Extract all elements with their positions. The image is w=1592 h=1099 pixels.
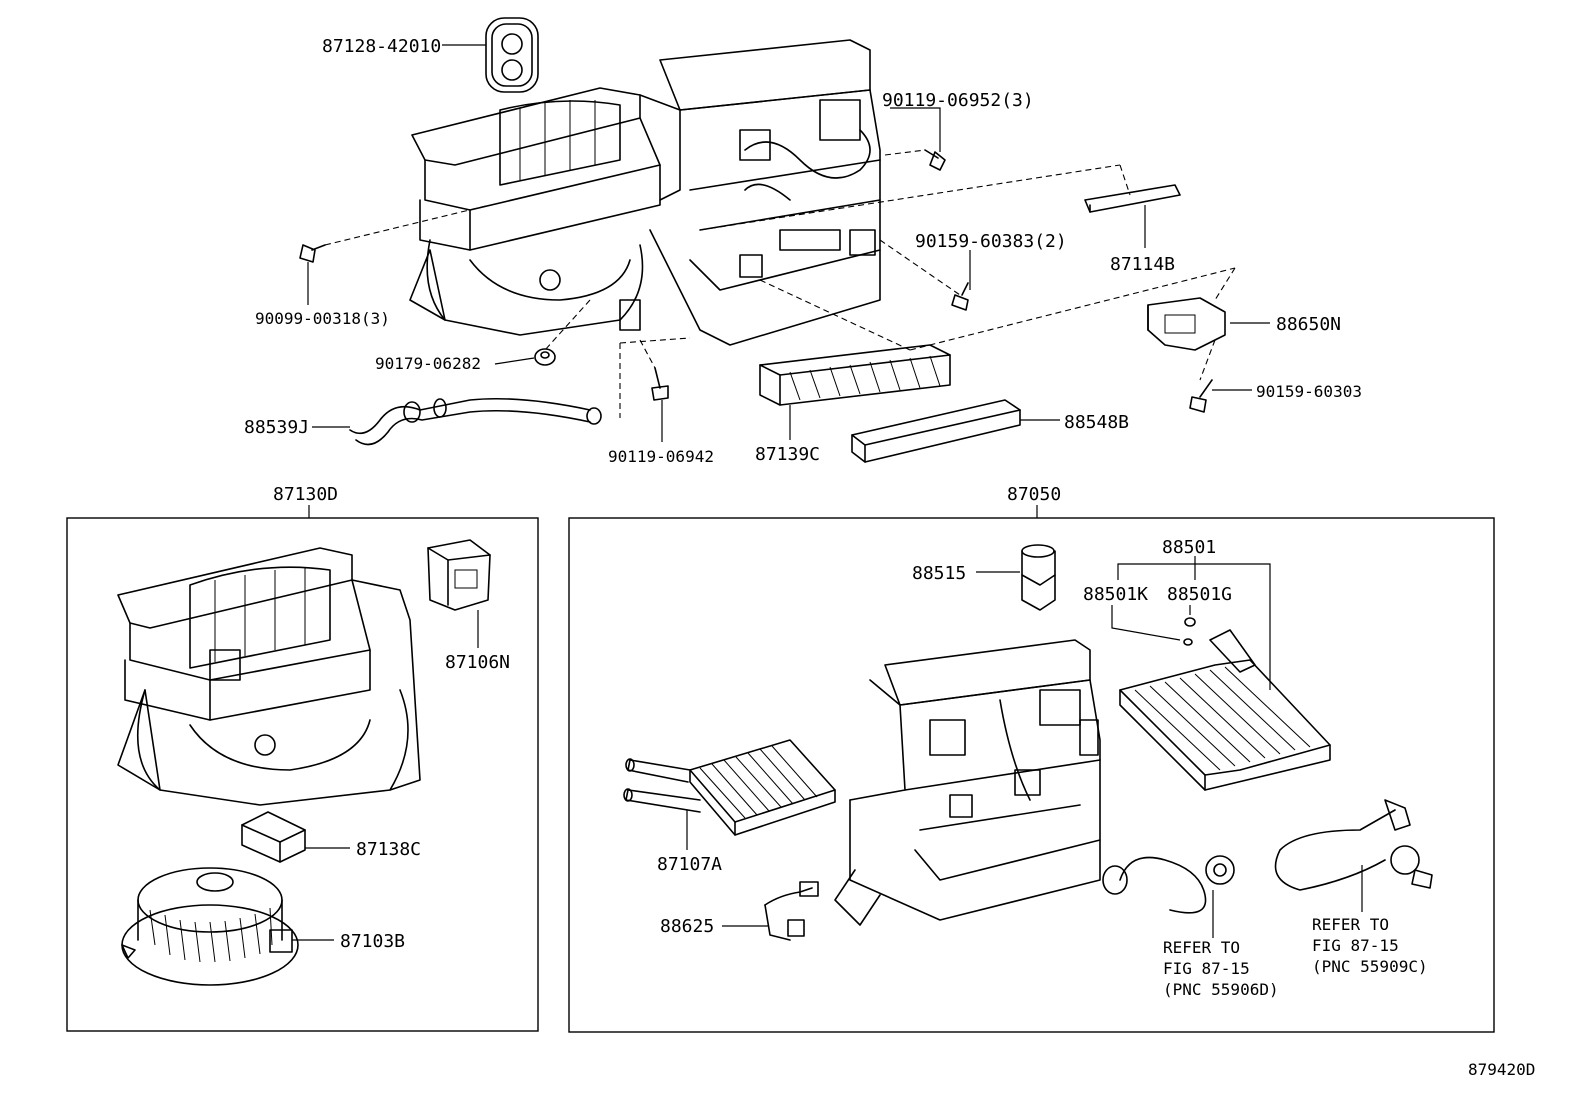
servo-87106N xyxy=(427,539,491,611)
label-87114B: 87114B xyxy=(1110,254,1175,275)
heater-unit-assembly-top xyxy=(409,39,881,346)
ref2-line1: REFER TO xyxy=(1312,915,1389,934)
label-90119-06952: 90119-06952(3) xyxy=(882,90,1034,111)
filter-frame-88548B xyxy=(851,399,1021,463)
group-box-87050 xyxy=(568,517,1495,1033)
nut-90179-06282 xyxy=(534,348,556,366)
label-87138C: 87138C xyxy=(356,839,421,860)
heater-core-87107A xyxy=(623,739,836,836)
label-87139C: 87139C xyxy=(755,444,820,465)
ref2-line2: FIG 87-15 xyxy=(1312,936,1399,955)
grommet-87128 xyxy=(485,17,539,93)
expansion-valve-88515 xyxy=(1021,544,1056,611)
label-87107A: 87107A xyxy=(657,854,722,875)
ref1-line3: (PNC 55906D) xyxy=(1163,980,1279,999)
label-88650N: 88650N xyxy=(1276,314,1341,335)
actuator-88650N xyxy=(1147,297,1226,351)
evaporator-88501 xyxy=(1119,629,1331,791)
screw-90159-60303 xyxy=(1189,379,1213,413)
label-87106N: 87106N xyxy=(445,652,510,673)
label-90159-60383: 90159-60383(2) xyxy=(915,231,1067,252)
label-90179-06282: 90179-06282 xyxy=(375,354,481,373)
label-88515: 88515 xyxy=(912,563,966,584)
label-88548B: 88548B xyxy=(1064,412,1129,433)
o-rings xyxy=(1183,617,1196,646)
air-filter-87139C xyxy=(759,344,951,406)
drain-hose-88539J xyxy=(349,397,602,446)
thermistor-harness-55909C xyxy=(1274,799,1433,891)
bolt-90119-06942 xyxy=(651,367,669,401)
label-87050: 87050 xyxy=(1007,484,1061,505)
screw-90159-60383 xyxy=(951,282,969,311)
dashed-guide-lines xyxy=(324,149,1236,418)
label-88501: 88501 xyxy=(1162,537,1216,558)
filter-cover-87114B xyxy=(1084,184,1181,213)
label-90159-60303: 90159-60303 xyxy=(1256,382,1362,401)
label-87128: 87128-42010 xyxy=(322,36,441,57)
blower-unit-87130D xyxy=(117,547,421,806)
figure-id: 879420D xyxy=(1468,1060,1535,1079)
label-90119-06942: 90119-06942 xyxy=(608,447,714,466)
heater-case-87050 xyxy=(834,639,1101,926)
ref1-line2: FIG 87-15 xyxy=(1163,959,1250,978)
label-88501G: 88501G xyxy=(1167,584,1232,605)
label-88539J: 88539J xyxy=(244,417,309,438)
sensor-88625 xyxy=(764,881,819,941)
label-88501K: 88501K xyxy=(1083,584,1148,605)
bolt-90119-06952 xyxy=(924,149,946,171)
thermistor-harness-55906D xyxy=(1102,855,1235,914)
ref2-line3: (PNC 55909C) xyxy=(1312,957,1428,976)
label-90099-00318: 90099-00318(3) xyxy=(255,309,390,328)
label-87130D: 87130D xyxy=(273,484,338,505)
screw-90099-00318 xyxy=(299,244,326,263)
ref1-line1: REFER TO xyxy=(1163,938,1240,957)
group-box-87130D xyxy=(66,517,539,1032)
label-88625: 88625 xyxy=(660,916,714,937)
label-87103B: 87103B xyxy=(340,931,405,952)
resistor-87138C xyxy=(241,811,306,863)
blower-motor-87103B xyxy=(121,867,299,986)
